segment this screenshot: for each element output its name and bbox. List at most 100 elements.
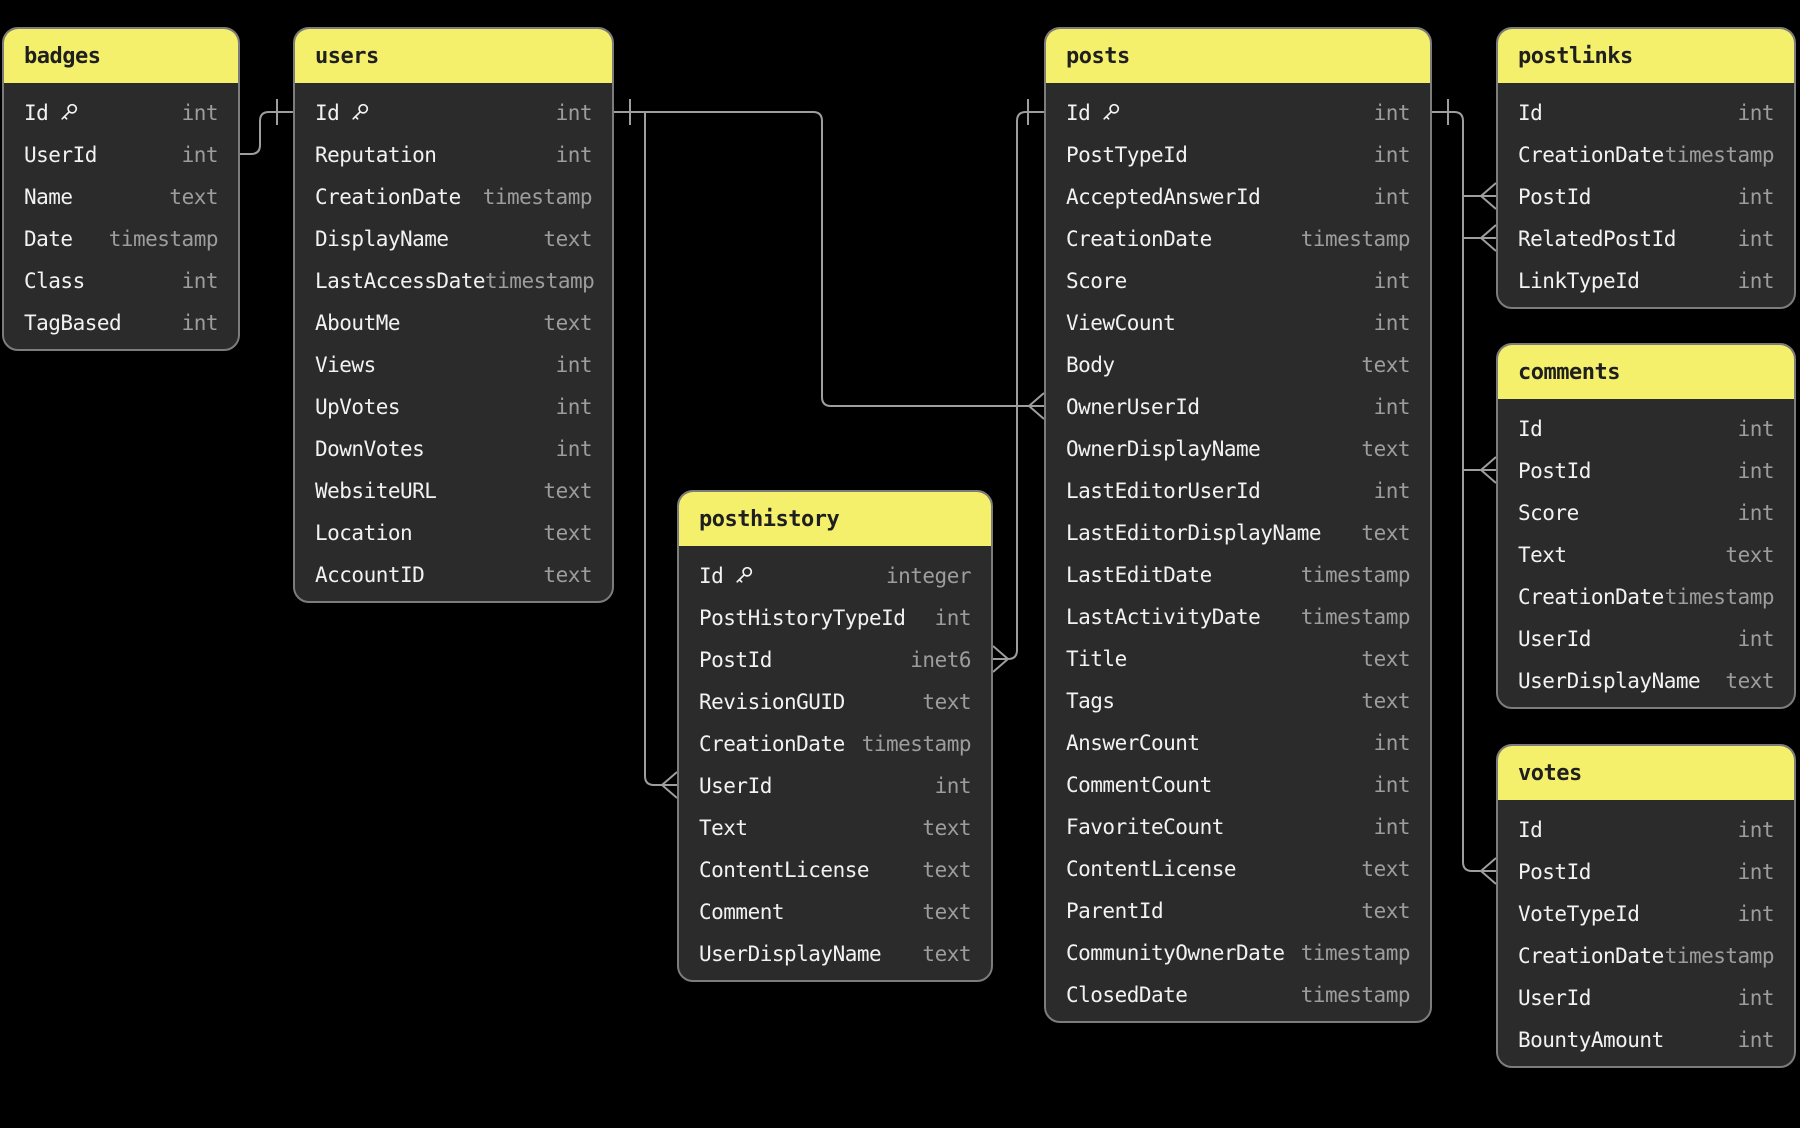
table-header-comments[interactable]: comments — [1498, 345, 1794, 399]
table-header-users[interactable]: users — [295, 29, 612, 83]
connector-posts.Id-votes.PostId[interactable] — [1432, 111, 1496, 872]
primary-key-icon — [61, 103, 78, 120]
field-name-label: UserId — [699, 774, 772, 798]
field-row-comments-Score[interactable]: Score int — [1498, 492, 1794, 534]
connector-badges.UserId-users.Id[interactable] — [240, 111, 293, 155]
table-header-posthistory[interactable]: posthistory — [679, 492, 991, 546]
field-name-label: UserDisplayName — [699, 942, 882, 966]
field-name: WebsiteURL — [315, 479, 437, 503]
connector-users.Id-posthistory.UserId[interactable] — [644, 112, 677, 786]
field-name-label: Score — [1518, 501, 1579, 525]
table-header-posts[interactable]: posts — [1046, 29, 1430, 83]
table-header-votes[interactable]: votes — [1498, 746, 1794, 800]
field-type-label: int — [1737, 269, 1775, 293]
connector-posts.Id-posthistory.PostId[interactable] — [993, 111, 1044, 660]
connector-users.Id-posts.OwnerUserId[interactable] — [614, 111, 1044, 407]
table-header-postlinks[interactable]: postlinks — [1498, 29, 1794, 83]
field-name: UserId — [699, 774, 772, 798]
field-type-label: int — [1373, 269, 1411, 293]
field-type-label: inet6 — [910, 648, 971, 672]
field-type-label: int — [1737, 501, 1775, 525]
table-header-badges[interactable]: badges — [4, 29, 238, 83]
field-name-label: AcceptedAnswerId — [1066, 185, 1261, 209]
field-type-label: text — [543, 521, 592, 545]
